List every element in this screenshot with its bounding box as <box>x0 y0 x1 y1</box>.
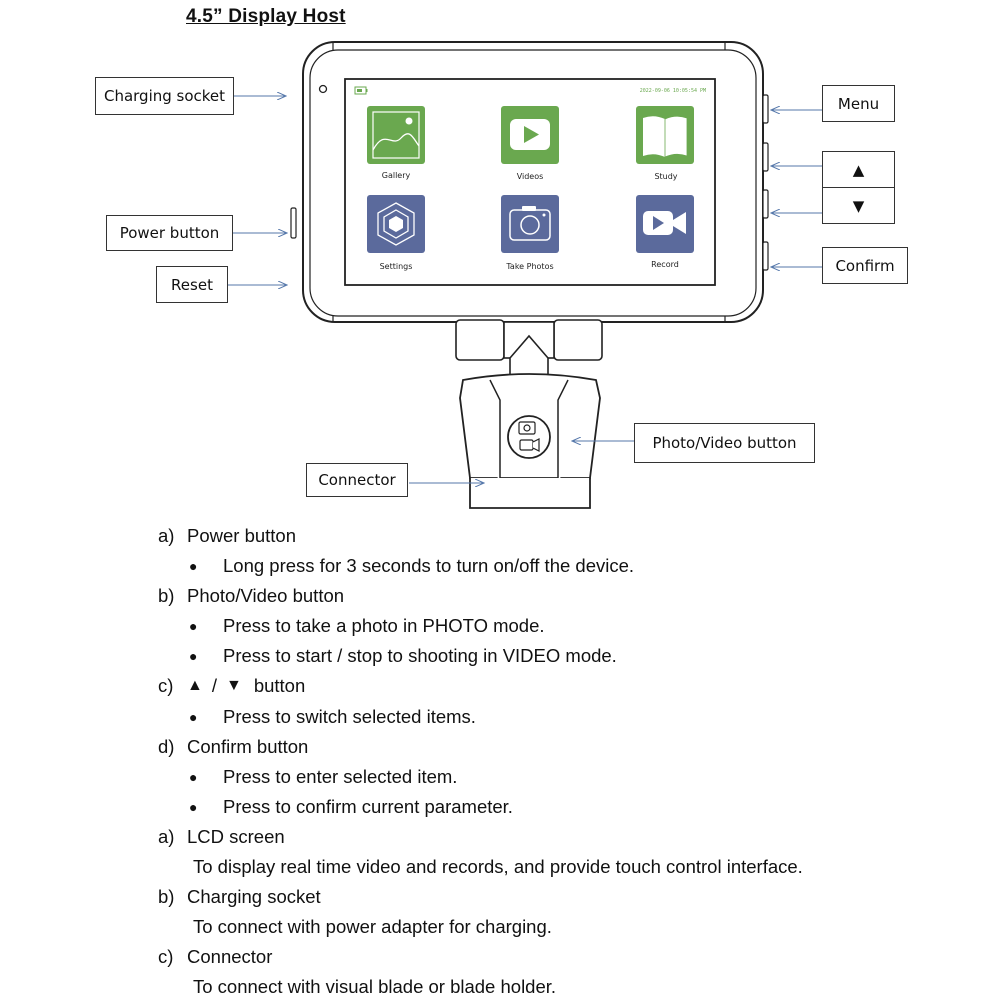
app-label-take-photos: Take Photos <box>505 262 553 271</box>
app-label-gallery: Gallery <box>382 171 411 180</box>
app-videos: Videos <box>501 106 559 181</box>
item-description: To connect with power adapter for chargi… <box>193 916 552 938</box>
list-item: c) Connector <box>158 946 273 968</box>
app-label-videos: Videos <box>517 172 544 181</box>
item-description: To connect with visual blade or blade ho… <box>193 976 557 998</box>
app-gallery: Gallery <box>367 106 425 180</box>
app-label-study: Study <box>654 172 677 181</box>
status-time: 2022-09-06 10:05:54 PM <box>640 88 706 94</box>
list-item: a) LCD screen <box>158 825 285 847</box>
callout-down: ▼ <box>822 187 895 224</box>
callout-charging-socket: Charging socket <box>95 77 234 115</box>
list-item: b) Photo/Video button <box>158 585 345 607</box>
up-arrow-icon: ▲ <box>187 677 203 695</box>
list-item: c) ▲ / ▼ button <box>158 671 938 701</box>
app-study: Study <box>636 106 694 181</box>
page-title: 4.5” Display Host <box>186 6 346 27</box>
hinge <box>455 319 603 509</box>
battery-icon <box>354 86 368 95</box>
app-label-record: Record <box>651 260 679 269</box>
list-item: b) Charging socket <box>158 886 321 908</box>
device-diagram: 2022-09-06 10:05:54 PM Gallery Videos St… <box>228 41 822 509</box>
callout-reset: Reset <box>156 266 228 303</box>
bullet-item: ●Press to start / stop to shooting in VI… <box>189 645 617 667</box>
callout-confirm: Confirm <box>822 247 908 284</box>
bullet-item: ●Long press for 3 seconds to turn on/off… <box>189 555 635 577</box>
app-record: Record <box>636 195 694 269</box>
list-item: d) Confirm button <box>158 735 309 757</box>
bullet-item: ●Press to switch selected items. <box>189 705 476 727</box>
callout-photo-video: Photo/Video button <box>634 423 815 463</box>
list-item: a) Power button <box>158 525 297 546</box>
down-arrow-icon: ▼ <box>225 677 242 695</box>
app-settings: Settings <box>367 195 425 271</box>
app-label-settings: Settings <box>380 262 413 271</box>
bullet-item: ●Press to take a photo in PHOTO mode. <box>189 615 545 637</box>
app-take-photos: Take Photos <box>501 195 559 271</box>
item-description: To display real time video and records, … <box>193 856 803 878</box>
callout-power-button: Power button <box>106 215 233 251</box>
front-camera <box>318 84 328 94</box>
callout-up: ▲ <box>822 151 895 188</box>
bullet-item: ●Press to enter selected item. <box>189 765 458 787</box>
callout-menu: Menu <box>822 85 895 122</box>
callout-connector: Connector <box>306 463 408 497</box>
bullet-item: ●Press to confirm current parameter. <box>189 795 513 817</box>
description-list: a) Power button ●Long press for 3 second… <box>158 521 938 1003</box>
